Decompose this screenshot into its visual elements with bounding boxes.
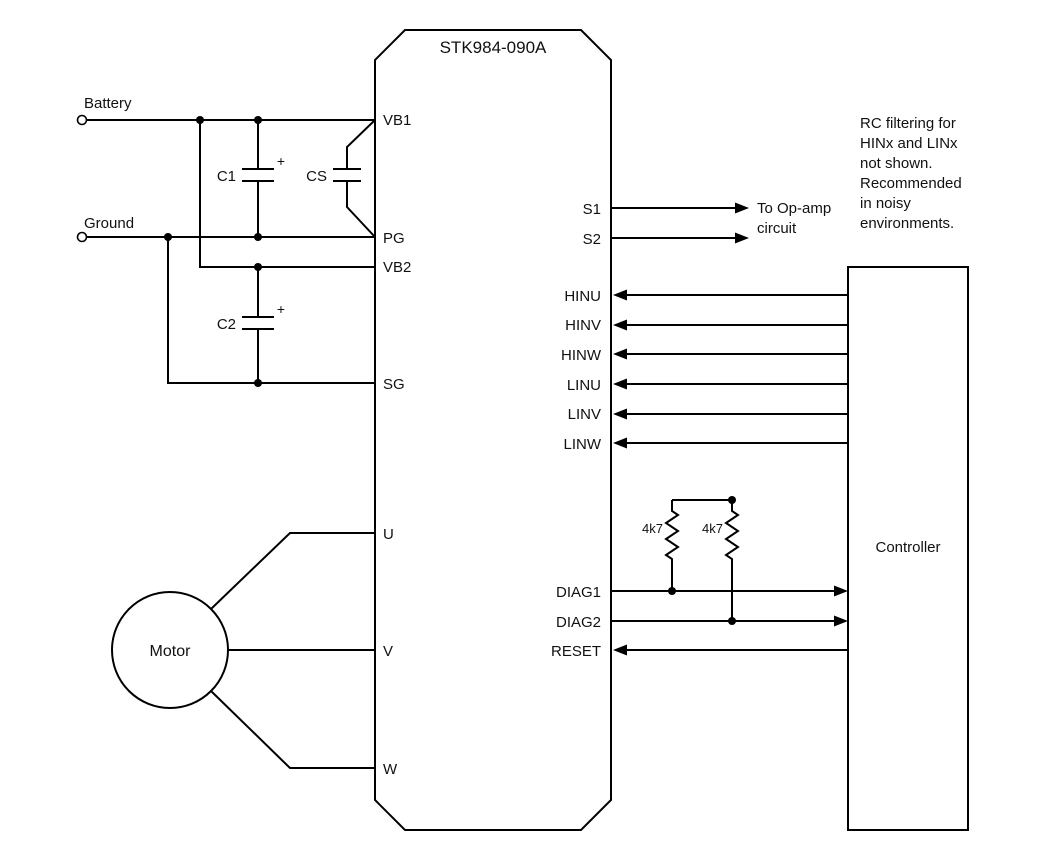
motor-label: Motor: [150, 643, 192, 660]
pin-label-v: V: [383, 643, 393, 660]
arrow-left-linv: [613, 408, 627, 420]
junction-dot: [254, 116, 262, 124]
pin-label-u: U: [383, 526, 394, 543]
pin-label-linw: LINW: [564, 436, 602, 453]
battery-label: Battery: [84, 95, 132, 112]
signal-lines: [611, 289, 848, 656]
cs-label: CS: [306, 168, 327, 185]
cs-lead-top: [346, 119, 376, 169]
opamp-section: To Op-amp circuit: [611, 200, 831, 244]
junction-dot: [254, 233, 262, 241]
arrow-left-linw: [613, 437, 627, 449]
battery-terminal: [76, 114, 88, 126]
wire-motor-u: [210, 532, 375, 610]
pin-label-s1: S1: [583, 201, 601, 218]
arrow-left-hinw: [613, 348, 627, 360]
rc-filtering-note: RC filtering for HINx and LINx not shown…: [860, 115, 962, 232]
motor-block: Motor: [111, 532, 375, 769]
arrow-right-diag2: [834, 615, 848, 627]
pin-label-linu: LINU: [567, 377, 601, 394]
pin-label-diag1: DIAG1: [556, 584, 601, 601]
note-line: in noisy: [860, 195, 911, 212]
resistor-r2-label: 4k7: [702, 521, 723, 536]
note-line: not shown.: [860, 155, 933, 172]
ground-label: Ground: [84, 215, 134, 232]
resistor-r1: [664, 500, 680, 591]
pullup-resistors: 4k7 4k7: [642, 496, 740, 625]
pin-label-reset: RESET: [551, 643, 601, 660]
power-input-section: Battery Ground + C1 CS: [76, 95, 376, 387]
junction-dot: [254, 263, 262, 271]
pin-label-linv: LINV: [568, 406, 601, 423]
note-line: HINx and LINx: [860, 135, 958, 152]
pin-label-hinv: HINV: [565, 317, 601, 334]
pin-label-s2: S2: [583, 231, 601, 248]
ic-block: STK984-090A VB1 PG VB2 SG U V W S1 S2 HI…: [374, 29, 612, 831]
wire-vb2-feed: [199, 120, 375, 268]
cs-lead-bottom: [346, 181, 376, 238]
note-line: Recommended: [860, 175, 962, 192]
arrow-right-s2: [735, 232, 749, 244]
junction-dot: [196, 116, 204, 124]
wire-sg-feed: [167, 237, 375, 384]
resistor-r1-label: 4k7: [642, 521, 663, 536]
pin-label-hinu: HINU: [564, 288, 601, 305]
note-line: environments.: [860, 215, 954, 232]
junction-dot: [728, 617, 736, 625]
pin-label-diag2: DIAG2: [556, 614, 601, 631]
capacitor-cs: CS: [306, 119, 376, 238]
junction-dot: [164, 233, 172, 241]
capacitor-c2: + C2: [217, 267, 285, 383]
opamp-note-line1: To Op-amp: [757, 200, 831, 217]
arrow-right-s1: [735, 202, 749, 214]
arrow-left-linu: [613, 378, 627, 390]
c2-label: C2: [217, 316, 236, 333]
note-line: RC filtering for: [860, 115, 956, 132]
pin-label-vb1: VB1: [383, 112, 411, 129]
arrow-left-reset: [613, 644, 627, 656]
junction-dot: [668, 587, 676, 595]
arrow-left-hinv: [613, 319, 627, 331]
resistor-r2: [724, 500, 740, 621]
pin-label-w: W: [383, 761, 398, 778]
pin-label-vb2: VB2: [383, 259, 411, 276]
opamp-note-line2: circuit: [757, 220, 797, 237]
ic-outline: [374, 29, 612, 831]
pin-label-hinw: HINW: [561, 347, 602, 364]
arrow-left-hinu: [613, 289, 627, 301]
junction-dot: [254, 379, 262, 387]
controller-block: Controller: [847, 266, 969, 831]
pin-label-pg: PG: [383, 230, 405, 247]
c2-plus-mark: +: [277, 301, 285, 317]
wire-motor-w: [210, 690, 375, 769]
capacitor-c1: + C1: [217, 120, 285, 237]
controller-box: [847, 266, 969, 831]
controller-label: Controller: [875, 539, 940, 556]
arrow-right-diag1: [834, 585, 848, 597]
ground-terminal: [76, 231, 88, 243]
c1-label: C1: [217, 168, 236, 185]
c1-plus-mark: +: [277, 153, 285, 169]
ic-title: STK984-090A: [440, 38, 547, 57]
pin-label-sg: SG: [383, 376, 405, 393]
